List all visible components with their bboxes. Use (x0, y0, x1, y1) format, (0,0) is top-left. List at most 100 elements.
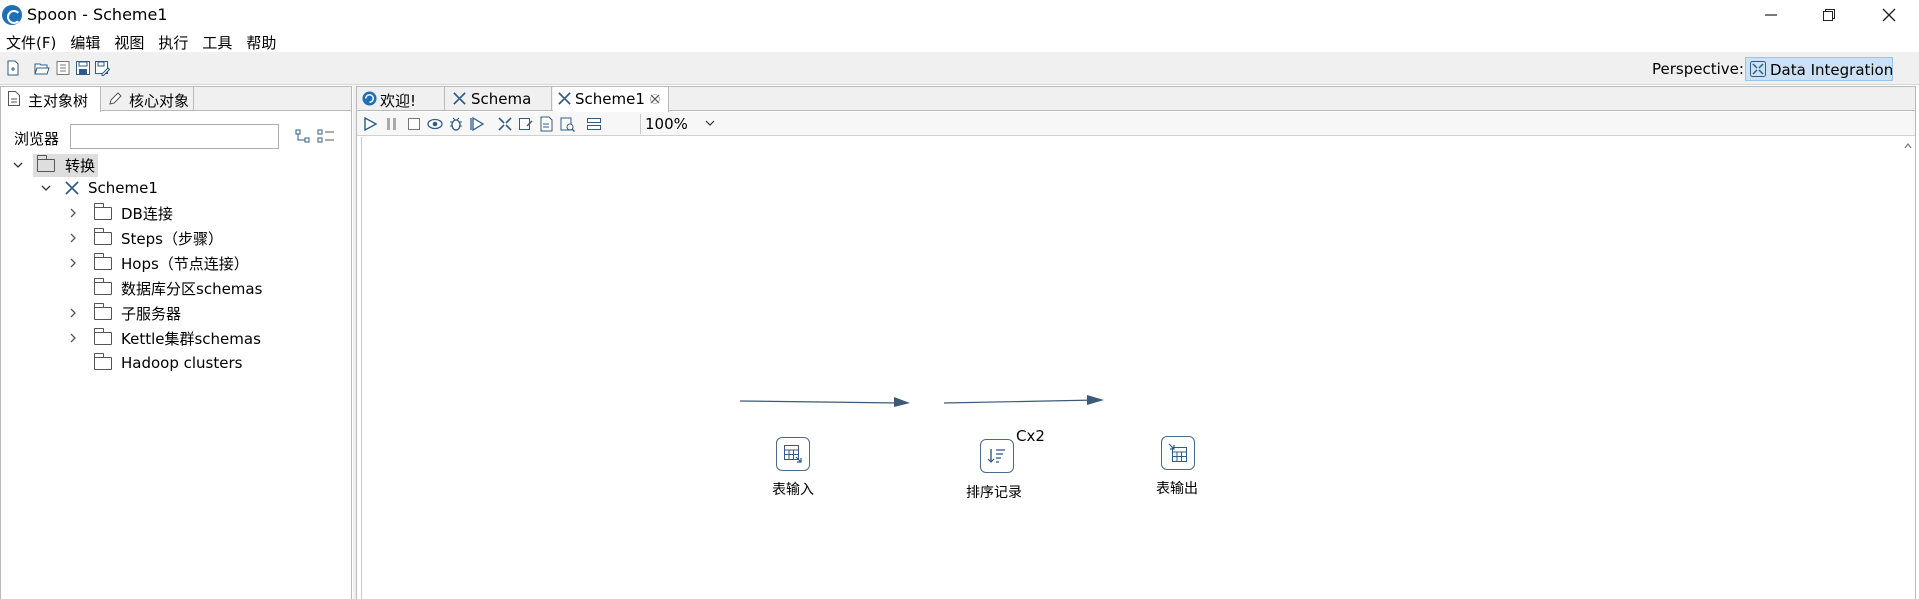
folder-icon (93, 352, 112, 370)
hop-arrow-1 (894, 397, 910, 407)
tree-item-selected-highlight: 转换 (33, 153, 99, 177)
close-button[interactable] (1866, 0, 1912, 30)
transformation-icon (453, 92, 466, 105)
left-panel: 主对象树 核心对象 浏览器 转换 Scheme1 DB连接 (0, 86, 352, 599)
data-integration-icon (1750, 61, 1766, 77)
explore-repository-icon[interactable] (55, 60, 71, 76)
perspective-value: Data Integration (1770, 61, 1894, 79)
step-copies-badge: Cx2 (1016, 427, 1045, 445)
chevron-down-icon[interactable] (704, 117, 716, 129)
table-input-icon (784, 445, 802, 463)
transformation-canvas[interactable]: 表输入 Cx2 排序记录 表输出 (361, 137, 1901, 599)
sort-rows-icon (987, 449, 1005, 463)
tree-item-hadoop-clusters[interactable]: Hadoop clusters (93, 352, 242, 374)
tree-item-cluster-schemas[interactable]: Kettle集群schemas (68, 327, 261, 349)
tree-item-hops[interactable]: Hops（节点连接） (68, 252, 249, 274)
collapse-tree-icon[interactable] (295, 129, 311, 143)
menu-help[interactable]: 帮助 (246, 34, 277, 52)
table-output-icon (1168, 443, 1187, 462)
chevron-right-icon[interactable] (68, 308, 78, 318)
step-table-output[interactable] (1161, 436, 1195, 470)
stop-icon[interactable] (406, 116, 422, 132)
transformation-icon (65, 181, 79, 195)
editor-tab-bar: 欢迎! Schema Scheme1 (357, 87, 1915, 112)
tree-item-scheme1[interactable]: Scheme1 (41, 177, 158, 199)
step-sort-rows[interactable] (980, 439, 1014, 473)
chevron-right-icon[interactable] (68, 258, 78, 268)
step-label: 排序记录 (966, 485, 1022, 501)
chevron-down-icon[interactable] (13, 160, 23, 170)
hop-table-input-to-sort[interactable] (739, 400, 903, 404)
canvas-vertical-scrollbar[interactable] (1901, 137, 1915, 599)
replay-icon[interactable] (469, 116, 485, 132)
menu-tools[interactable]: 工具 (202, 34, 233, 52)
explore-db-icon[interactable] (559, 116, 575, 132)
canvas-toolbar: 100% (357, 112, 1915, 136)
tab-scheme1-label: Scheme1 (575, 90, 645, 108)
pencil-icon (109, 92, 122, 105)
expand-tree-icon[interactable] (317, 129, 335, 143)
chevron-right-icon[interactable] (68, 208, 78, 218)
verify-icon[interactable] (497, 116, 513, 132)
tree-item-transformations[interactable]: 转换 (13, 153, 99, 177)
spoon-icon (362, 91, 377, 106)
zoom-select[interactable]: 100% (640, 114, 720, 134)
chevron-right-icon[interactable] (68, 233, 78, 243)
tree-item-db-connections[interactable]: DB连接 (68, 202, 173, 224)
window-title: Spoon - Scheme1 (27, 5, 168, 24)
menu-edit[interactable]: 编辑 (70, 34, 101, 52)
tree-item-label: DB连接 (121, 204, 173, 223)
tab-core-objects-label: 核心对象 (129, 92, 190, 110)
folder-icon (93, 252, 112, 270)
save-icon[interactable] (75, 60, 91, 76)
scroll-up-icon[interactable] (1904, 143, 1912, 149)
panel-splitter[interactable] (353, 86, 357, 599)
document-tree-icon (8, 91, 20, 106)
hop-sort-to-table-output[interactable] (943, 399, 1098, 404)
menu-bar: 文件(F) 编辑 视图 执行 工具 帮助 (0, 30, 1919, 52)
tab-schema[interactable]: Schema (446, 87, 552, 111)
left-tab-bar: 主对象树 核心对象 (1, 87, 351, 112)
close-tab-icon[interactable] (650, 94, 660, 104)
pause-icon[interactable] (384, 116, 400, 132)
tree-search-input[interactable] (70, 124, 279, 149)
step-label: 表输入 (772, 482, 814, 498)
tab-scheme1[interactable]: Scheme1 (553, 87, 669, 112)
perspective-data-integration-button[interactable]: Data Integration (1745, 57, 1893, 81)
new-file-icon[interactable] (5, 60, 21, 76)
debug-icon[interactable] (448, 116, 464, 132)
tree-item-slave-servers[interactable]: 子服务器 (68, 302, 181, 324)
tree-item-steps[interactable]: Steps（步骤） (68, 227, 223, 249)
step-table-input[interactable] (776, 437, 810, 471)
menu-file[interactable]: 文件(F) (6, 34, 57, 52)
tab-core-objects[interactable]: 核心对象 (102, 87, 194, 111)
zoom-value: 100% (645, 115, 688, 133)
open-icon[interactable] (34, 60, 50, 76)
tree-item-label: 转换 (65, 156, 96, 175)
sql-icon[interactable] (538, 116, 554, 132)
save-as-icon[interactable] (94, 60, 110, 76)
step-label: 表输出 (1156, 481, 1198, 497)
folder-icon (93, 227, 112, 245)
tree-item-label: Kettle集群schemas (121, 329, 261, 348)
minimize-button[interactable] (1748, 0, 1794, 30)
tab-welcome[interactable]: 欢迎! (357, 87, 445, 111)
folder-icon (93, 202, 112, 220)
impact-icon[interactable] (518, 116, 534, 132)
chevron-down-icon[interactable] (41, 183, 51, 193)
menu-view[interactable]: 视图 (114, 34, 145, 52)
tree-item-partition-schemas[interactable]: 数据库分区schemas (93, 277, 263, 299)
tree-item-label: Scheme1 (88, 179, 158, 197)
spoon-app-icon (2, 5, 22, 25)
restore-button[interactable] (1806, 0, 1852, 30)
title-bar: Spoon - Scheme1 (0, 0, 1919, 30)
menu-run[interactable]: 执行 (158, 34, 189, 52)
show-results-icon[interactable] (586, 116, 602, 132)
preview-icon[interactable] (427, 116, 443, 132)
hop-lines (739, 395, 1104, 407)
tab-main-object-tree[interactable]: 主对象树 (1, 87, 101, 112)
run-icon[interactable] (362, 116, 378, 132)
folder-icon (93, 327, 112, 345)
tree-item-label: 数据库分区schemas (121, 279, 263, 298)
chevron-right-icon[interactable] (68, 333, 78, 343)
